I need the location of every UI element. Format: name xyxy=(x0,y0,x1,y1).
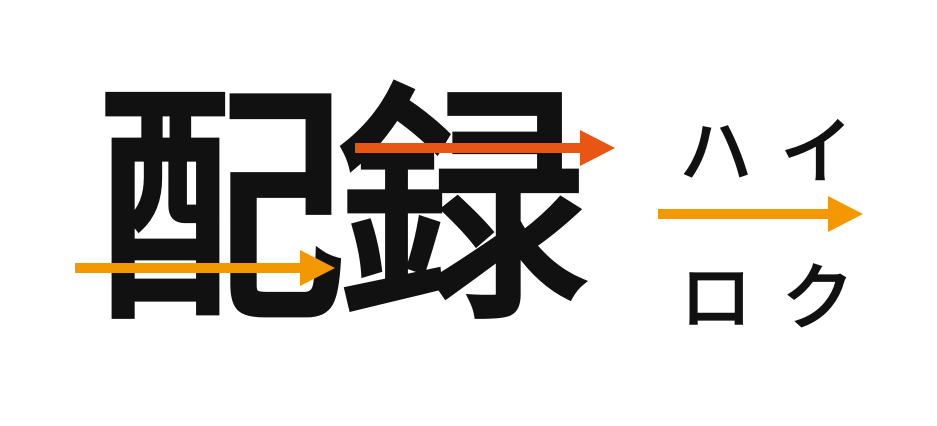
arrow-head xyxy=(580,130,615,166)
arrow-head xyxy=(300,250,335,286)
right-arrow-icon xyxy=(658,196,863,232)
right-arrow-icon xyxy=(355,130,615,166)
arrow-shaft xyxy=(658,209,832,219)
arrow-head xyxy=(828,196,863,232)
arrow-shaft xyxy=(355,143,583,153)
logo-reading-bottom: ロク xyxy=(680,256,885,340)
logo-reading-top: ハイ xyxy=(680,110,883,194)
arrow-shaft xyxy=(75,263,303,273)
right-arrow-icon xyxy=(75,250,335,286)
logo-main-text: 配録 xyxy=(95,64,587,355)
